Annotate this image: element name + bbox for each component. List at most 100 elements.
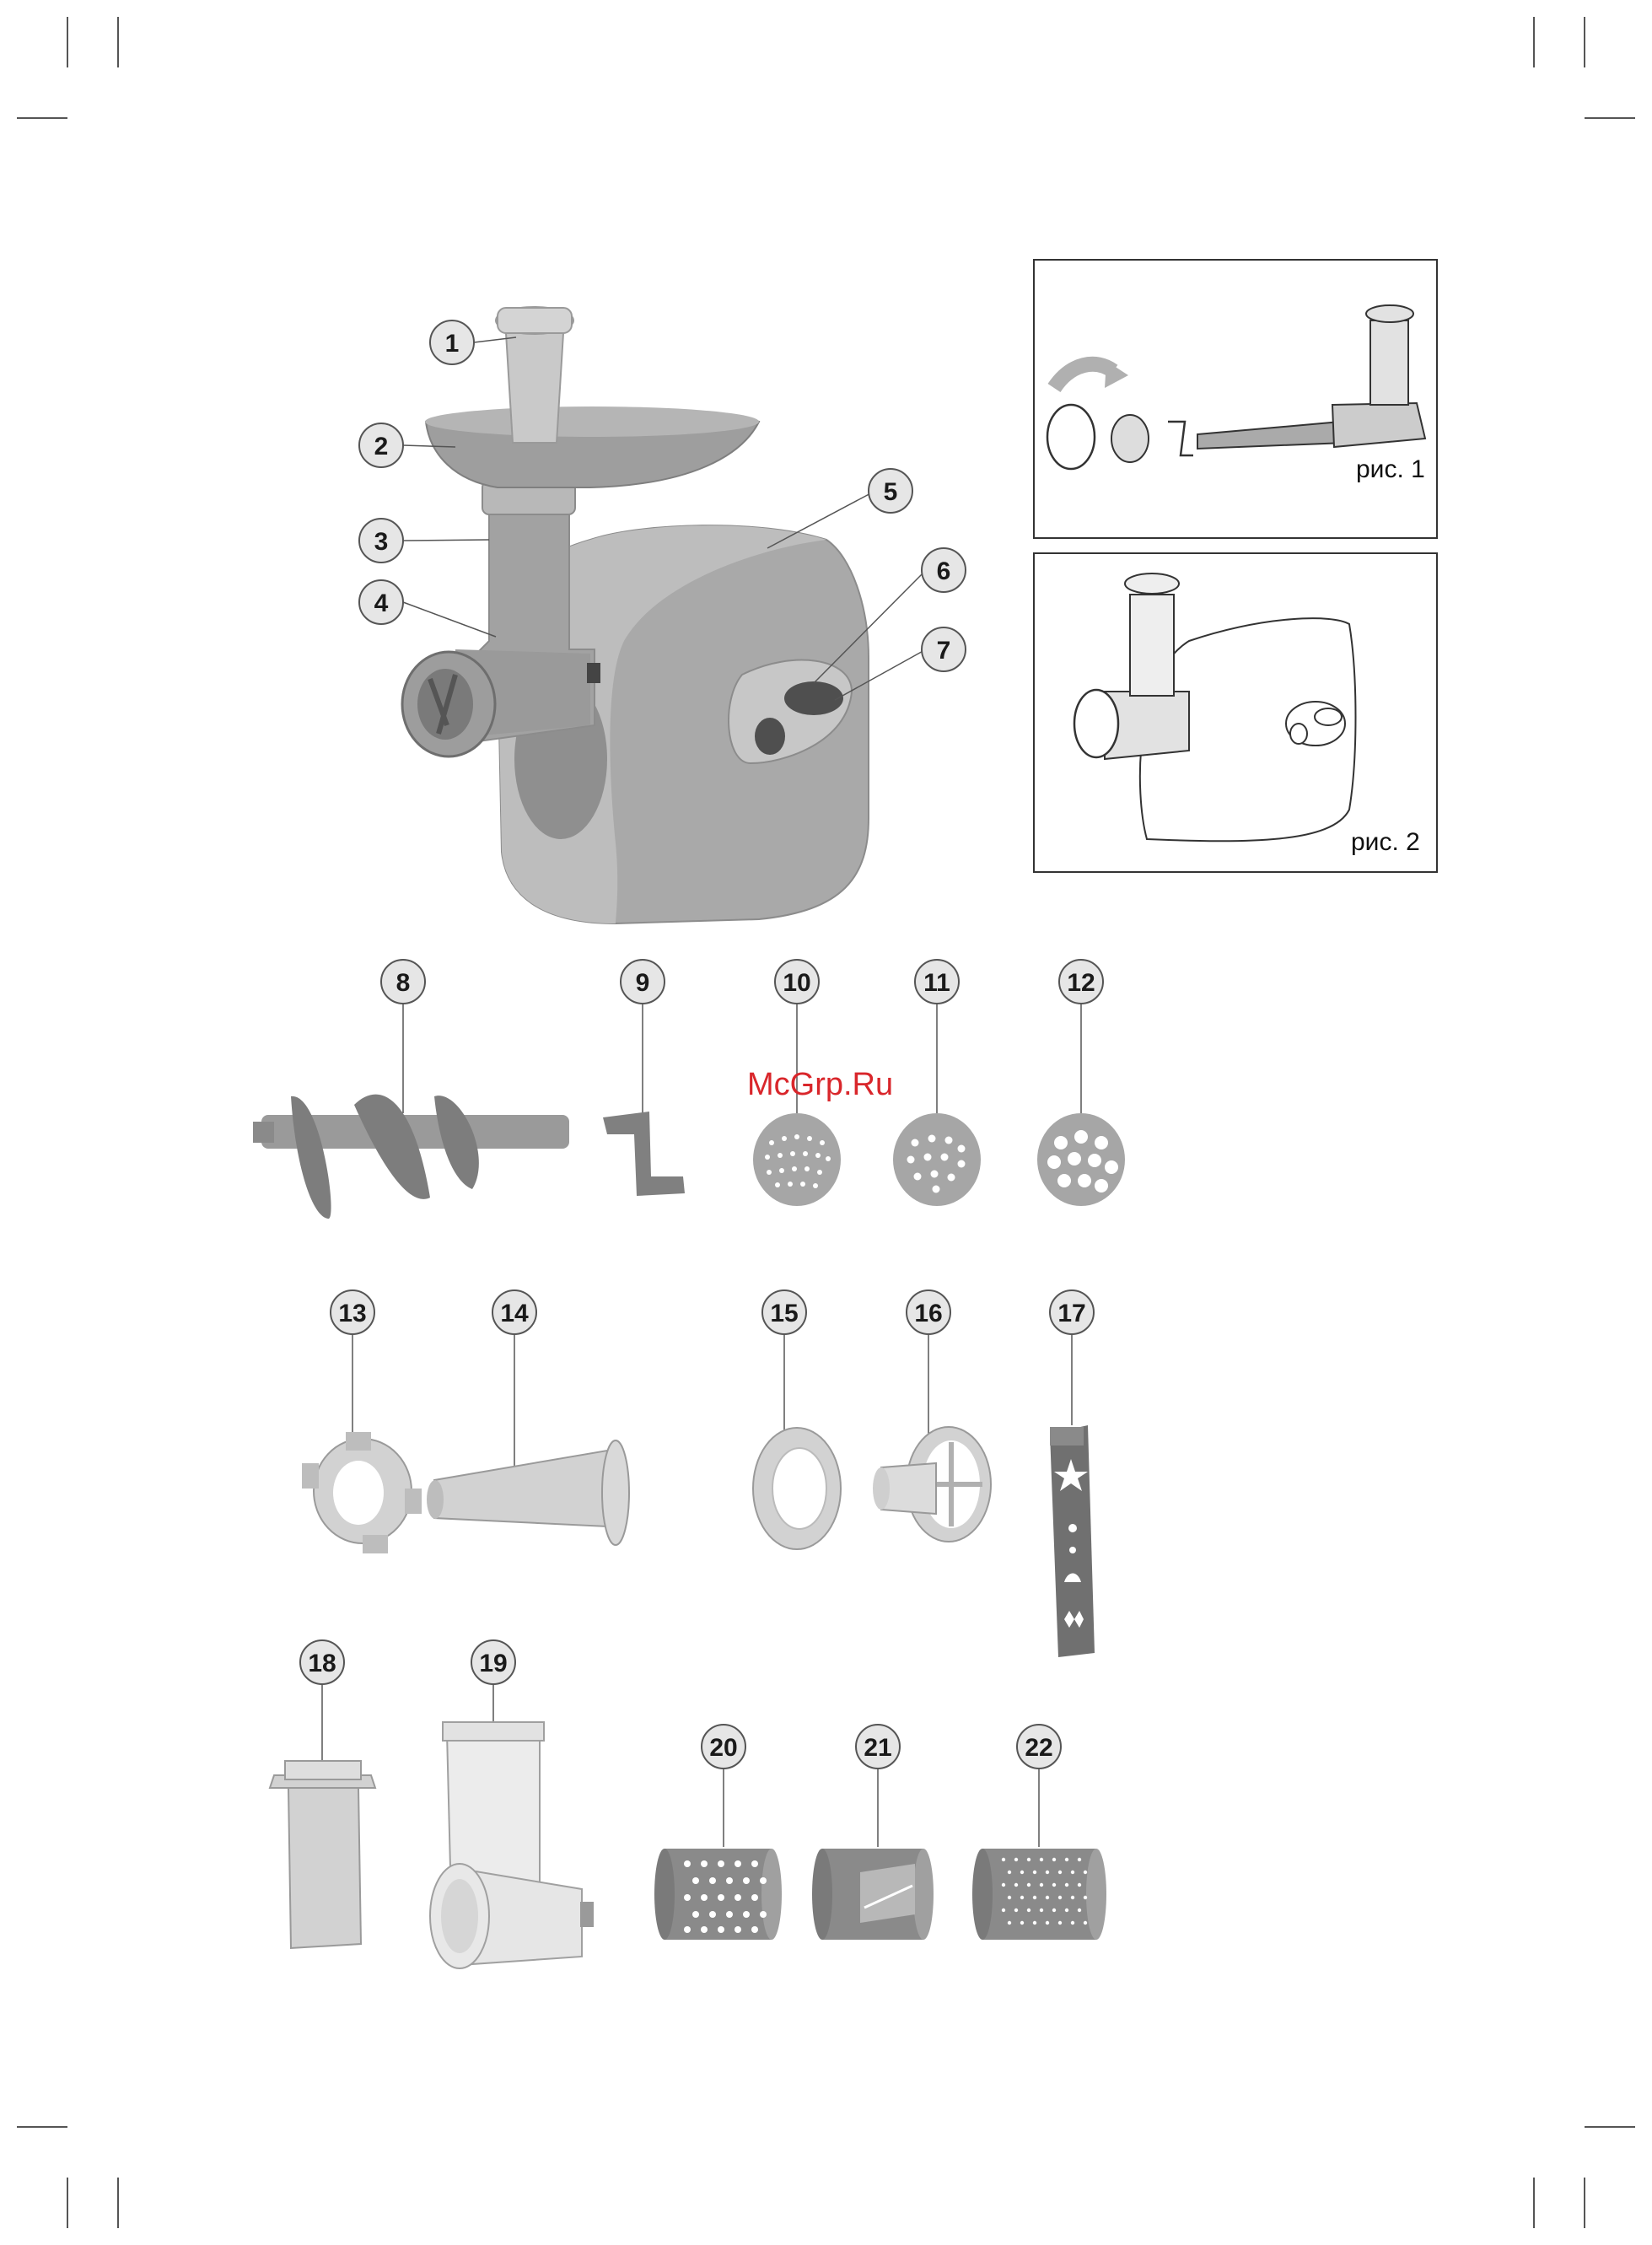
callout-badge-14: 14 (492, 1290, 536, 1334)
ring-nut-tab-2 (363, 1535, 388, 1553)
coarse-drum-right (761, 1849, 782, 1940)
svg-text:17: 17 (1057, 1300, 1085, 1327)
part-8-auger (253, 1000, 569, 1219)
cookie-plate-handle (1050, 1427, 1084, 1446)
figure-2-caption: рис. 2 (1351, 828, 1420, 856)
cross-blade (603, 1112, 685, 1196)
callout-badge-3: 3 (359, 519, 403, 563)
callout-badge-17: 17 (1050, 1290, 1094, 1334)
shredder-drive (580, 1902, 594, 1927)
part-19-shredder-body (430, 1681, 594, 1968)
slicing-drum-blade (860, 1864, 915, 1923)
callout-badge-16: 16 (907, 1290, 950, 1334)
svg-text:1: 1 (445, 330, 460, 358)
callout-badge-5: 5 (869, 469, 912, 513)
callout-badge-13: 13 (331, 1290, 374, 1334)
callout-badge-6: 6 (922, 548, 966, 592)
callout-badge-21: 21 (856, 1725, 900, 1769)
fine-drum-right (1086, 1849, 1106, 1940)
figure-1-auger (1197, 422, 1345, 449)
part-17-cookie-plate (1050, 1331, 1095, 1657)
part-21-slicing-drum (812, 1765, 934, 1940)
ring-nut-tab-4 (405, 1489, 422, 1514)
figure-1-head (1332, 403, 1425, 447)
meat-grinder-assembly (402, 307, 869, 923)
sausage-nozzle-tip (427, 1480, 444, 1519)
shredder-pusher-body (288, 1788, 361, 1948)
callout-badge-11: 11 (915, 960, 959, 1004)
svg-text:13: 13 (338, 1300, 366, 1327)
part-18-pusher (270, 1681, 375, 1948)
svg-text:20: 20 (709, 1734, 737, 1762)
callout-badge-10: 10 (775, 960, 819, 1004)
fine-drum-left (972, 1849, 993, 1940)
figure-2-switch (1315, 708, 1342, 725)
shredder-chute-top (443, 1722, 544, 1741)
figure-1-disc (1111, 415, 1149, 462)
svg-text:22: 22 (1025, 1734, 1052, 1762)
figure-1-head-neck (1370, 320, 1408, 405)
part-11-medium-disc (893, 1000, 981, 1206)
lock-button (587, 663, 600, 683)
figure-1-ring-nut (1047, 405, 1095, 469)
svg-text:12: 12 (1067, 969, 1095, 997)
reverse-button (755, 718, 785, 755)
callout-badge-4: 4 (359, 580, 403, 624)
callout-badge-9: 9 (621, 960, 665, 1004)
svg-text:16: 16 (914, 1300, 942, 1327)
ring-nut-tab-1 (346, 1432, 371, 1451)
callout-badge-19: 19 (471, 1640, 515, 1684)
svg-text:21: 21 (864, 1734, 891, 1762)
sausage-nozzle-flange (602, 1440, 629, 1545)
power-switch (784, 681, 843, 715)
svg-text:8: 8 (396, 969, 411, 997)
shredder-pusher-cap (285, 1761, 361, 1779)
part-12-coarse-disc (1037, 1000, 1125, 1206)
part-20-coarse-drum (654, 1765, 782, 1940)
part-9-blade (603, 1000, 685, 1196)
svg-text:6: 6 (937, 557, 951, 585)
part-14-sausage-nozzle (427, 1331, 629, 1545)
callout-badge-7: 7 (922, 627, 966, 671)
svg-text:10: 10 (783, 969, 810, 997)
svg-text:18: 18 (308, 1650, 336, 1677)
svg-text:15: 15 (770, 1300, 798, 1327)
svg-text:7: 7 (937, 637, 951, 665)
ring-nut-tab-3 (302, 1463, 319, 1489)
figure-1-rotation-arrow (1054, 364, 1113, 388)
auger-flight-1 (291, 1096, 331, 1219)
figure-2: рис. 2 (1034, 553, 1437, 872)
figure-2-top (1125, 573, 1179, 594)
svg-text:11: 11 (923, 969, 950, 997)
ring-nut-hole (333, 1461, 384, 1525)
fine-drum-body (982, 1849, 1096, 1940)
svg-text:4: 4 (374, 590, 389, 617)
figure-1-head-top (1366, 305, 1413, 322)
figure-1-blade (1168, 422, 1193, 455)
part-22-fine-drum (972, 1765, 1106, 1940)
part-13-ring-nut (302, 1331, 422, 1553)
figure-2-button (1290, 724, 1307, 744)
svg-text:5: 5 (884, 478, 898, 506)
callout-badge-20: 20 (702, 1725, 745, 1769)
part-10-fine-disc (753, 1000, 841, 1206)
figure-1-caption: рис. 1 (1356, 455, 1425, 483)
coarse-drum-left (654, 1849, 675, 1940)
svg-text:3: 3 (374, 528, 389, 556)
part-15-kebbe-cone (753, 1331, 841, 1549)
callout-badge-8: 8 (381, 960, 425, 1004)
callout-badge-15: 15 (762, 1290, 806, 1334)
kebbe-attachment-tube-end (873, 1467, 890, 1510)
part-16-kebbe-attachment (873, 1331, 991, 1542)
watermark: McGrp.Ru (747, 1067, 893, 1102)
callout-badge-1: 1 (430, 320, 474, 364)
figure-1: рис. 1 (1034, 260, 1437, 538)
food-pusher-cap (498, 308, 572, 333)
svg-text:14: 14 (500, 1300, 529, 1327)
shredder-outlet-inner (441, 1879, 478, 1953)
sausage-nozzle-body (434, 1451, 607, 1526)
slicing-drum-right (913, 1849, 934, 1940)
feeding-tray-rim (425, 406, 759, 437)
auger-tip (253, 1122, 274, 1143)
